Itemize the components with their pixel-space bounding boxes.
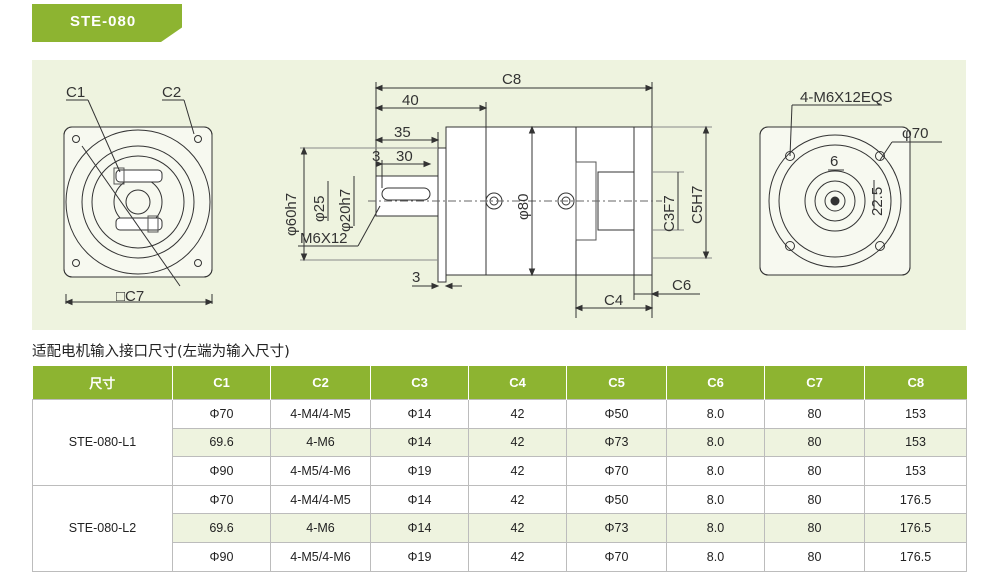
cell-c7: 80 xyxy=(764,513,865,543)
cell-c3: Φ19 xyxy=(370,456,469,486)
dim-3-top: 3 xyxy=(372,148,380,165)
header-c5: C5 xyxy=(566,366,667,400)
table-row: Φ90 4-M5/4-M6 Φ19 42 Φ70 8.0 80 153 xyxy=(33,456,967,486)
model-tag-title: STE-080 xyxy=(70,13,137,30)
phi80-label: φ80 xyxy=(515,194,532,220)
header-c7: C7 xyxy=(764,366,865,400)
cell-c6: 8.0 xyxy=(666,399,765,429)
cell-c3: Φ14 xyxy=(370,427,469,458)
cell-c4: 42 xyxy=(468,484,567,515)
cell-c1: Φ90 xyxy=(172,456,271,486)
cell-c5: Φ50 xyxy=(566,399,667,429)
c2-label: C2 xyxy=(162,84,181,101)
dim-35: 35 xyxy=(394,124,411,141)
phi25-label: φ25 xyxy=(311,196,328,222)
phi70-label: φ70 xyxy=(902,125,928,142)
cell-c3: Φ14 xyxy=(370,513,469,543)
cell-c2: 4-M5/4-M6 xyxy=(270,541,371,572)
cell-c4: 42 xyxy=(468,541,567,572)
c5h7-label: C5H7 xyxy=(689,186,706,224)
model-tag: STE-080 xyxy=(32,4,182,42)
header-size: 尺寸 xyxy=(32,366,173,400)
cell-c2: 4-M4/4-M5 xyxy=(270,399,371,429)
cell-c2: 4-M5/4-M6 xyxy=(270,456,371,486)
model-cell: STE-080-L1 xyxy=(32,399,173,486)
table-header-row: 尺寸 C1 C2 C3 C4 C5 C6 C7 C8 xyxy=(32,366,967,400)
dim-30: 30 xyxy=(396,148,413,165)
c6-label: C6 xyxy=(672,277,691,294)
cell-c6: 8.0 xyxy=(666,541,765,572)
table-row: STE-080-L2 Φ70 4-M4/4-M5 Φ14 42 Φ50 8.0 … xyxy=(32,484,967,572)
cell-c3: Φ14 xyxy=(370,484,469,515)
cell-c4: 42 xyxy=(468,456,567,486)
phi20h7-label: φ20h7 xyxy=(337,189,354,232)
table-caption: 适配电机输入接口尺寸(左端为输入尺寸) xyxy=(32,344,290,360)
header-c3: C3 xyxy=(370,366,469,400)
cell-c8: 176.5 xyxy=(864,484,967,515)
cell-c7: 80 xyxy=(764,456,865,486)
cell-c2: 4-M6 xyxy=(270,513,371,543)
drawing-svg: C1 C2 □C7 C8 xyxy=(63,71,942,318)
cell-c6: 8.0 xyxy=(666,456,765,486)
output-flange-view: 4-M6X12EQS φ70 6 22.5 xyxy=(759,89,942,276)
cell-c6: 8.0 xyxy=(666,427,765,458)
dim-40: 40 xyxy=(402,92,419,109)
cell-c5: Φ70 xyxy=(566,541,667,572)
cell-c2: 4-M6 xyxy=(270,427,371,458)
cell-c5: Φ70 xyxy=(566,456,667,486)
header-c2: C2 xyxy=(270,366,371,400)
cell-c3: Φ19 xyxy=(370,541,469,572)
spec-table: 尺寸 C1 C2 C3 C4 C5 C6 C7 C8 STE-080-L1 Φ7… xyxy=(32,366,967,572)
cell-c6: 8.0 xyxy=(666,513,765,543)
cell-c7: 80 xyxy=(764,399,865,429)
cell-c8: 153 xyxy=(864,427,967,458)
c3f7-label: C3F7 xyxy=(661,195,678,232)
m6x12-label: M6X12 xyxy=(300,230,348,247)
cell-c8: 153 xyxy=(864,456,967,486)
cell-c1: 69.6 xyxy=(172,513,271,543)
cell-c8: 176.5 xyxy=(864,513,967,543)
cell-c5: Φ73 xyxy=(566,427,667,458)
cell-c1: 69.6 xyxy=(172,427,271,458)
side-section-view: C8 40 35 3 30 3 φ60h7 xyxy=(283,71,712,318)
cell-c7: 80 xyxy=(764,427,865,458)
header-c6: C6 xyxy=(666,366,765,400)
cell-c7: 80 xyxy=(764,484,865,515)
model-cell: STE-080-L2 xyxy=(32,484,173,572)
c1-label: C1 xyxy=(66,84,85,101)
table-row: Φ90 4-M5/4-M6 Φ19 42 Φ70 8.0 80 176.5 xyxy=(33,541,967,572)
table-row: 69.6 4-M6 Φ14 42 Φ73 8.0 80 176.5 xyxy=(33,513,967,543)
cell-c4: 42 xyxy=(468,399,567,429)
phi60h7-label: φ60h7 xyxy=(283,193,300,236)
cell-c8: 176.5 xyxy=(864,541,967,572)
cell-c4: 42 xyxy=(468,513,567,543)
cell-c2: 4-M4/4-M5 xyxy=(270,484,371,515)
cell-c1: Φ90 xyxy=(172,541,271,572)
cell-c1: Φ70 xyxy=(172,399,271,429)
technical-drawing: C1 C2 □C7 C8 xyxy=(32,60,966,330)
cell-c5: Φ50 xyxy=(566,484,667,515)
dim-22-5: 22.5 xyxy=(869,187,886,216)
cell-c4: 42 xyxy=(468,427,567,458)
cell-c8: 153 xyxy=(864,399,967,429)
holes-label: 4-M6X12EQS xyxy=(800,89,893,106)
cell-c5: Φ73 xyxy=(566,513,667,543)
c4-label: C4 xyxy=(604,292,623,309)
header-c8: C8 xyxy=(864,366,967,400)
c8-label: C8 xyxy=(502,71,521,88)
cell-c3: Φ14 xyxy=(370,399,469,429)
input-flange-view: C1 C2 □C7 xyxy=(63,84,214,306)
header-c1: C1 xyxy=(172,366,271,400)
cell-c1: Φ70 xyxy=(172,484,271,515)
cell-c6: 8.0 xyxy=(666,484,765,515)
header-c4: C4 xyxy=(468,366,567,400)
dim-6: 6 xyxy=(830,153,838,170)
c7-label: □C7 xyxy=(116,288,144,305)
cell-c7: 80 xyxy=(764,541,865,572)
table-row: STE-080-L1 Φ70 4-M4/4-M5 Φ14 42 Φ50 8.0 … xyxy=(32,399,967,486)
dim-3-bottom: 3 xyxy=(412,269,420,286)
table-row: 69.6 4-M6 Φ14 42 Φ73 8.0 80 153 xyxy=(33,427,967,458)
